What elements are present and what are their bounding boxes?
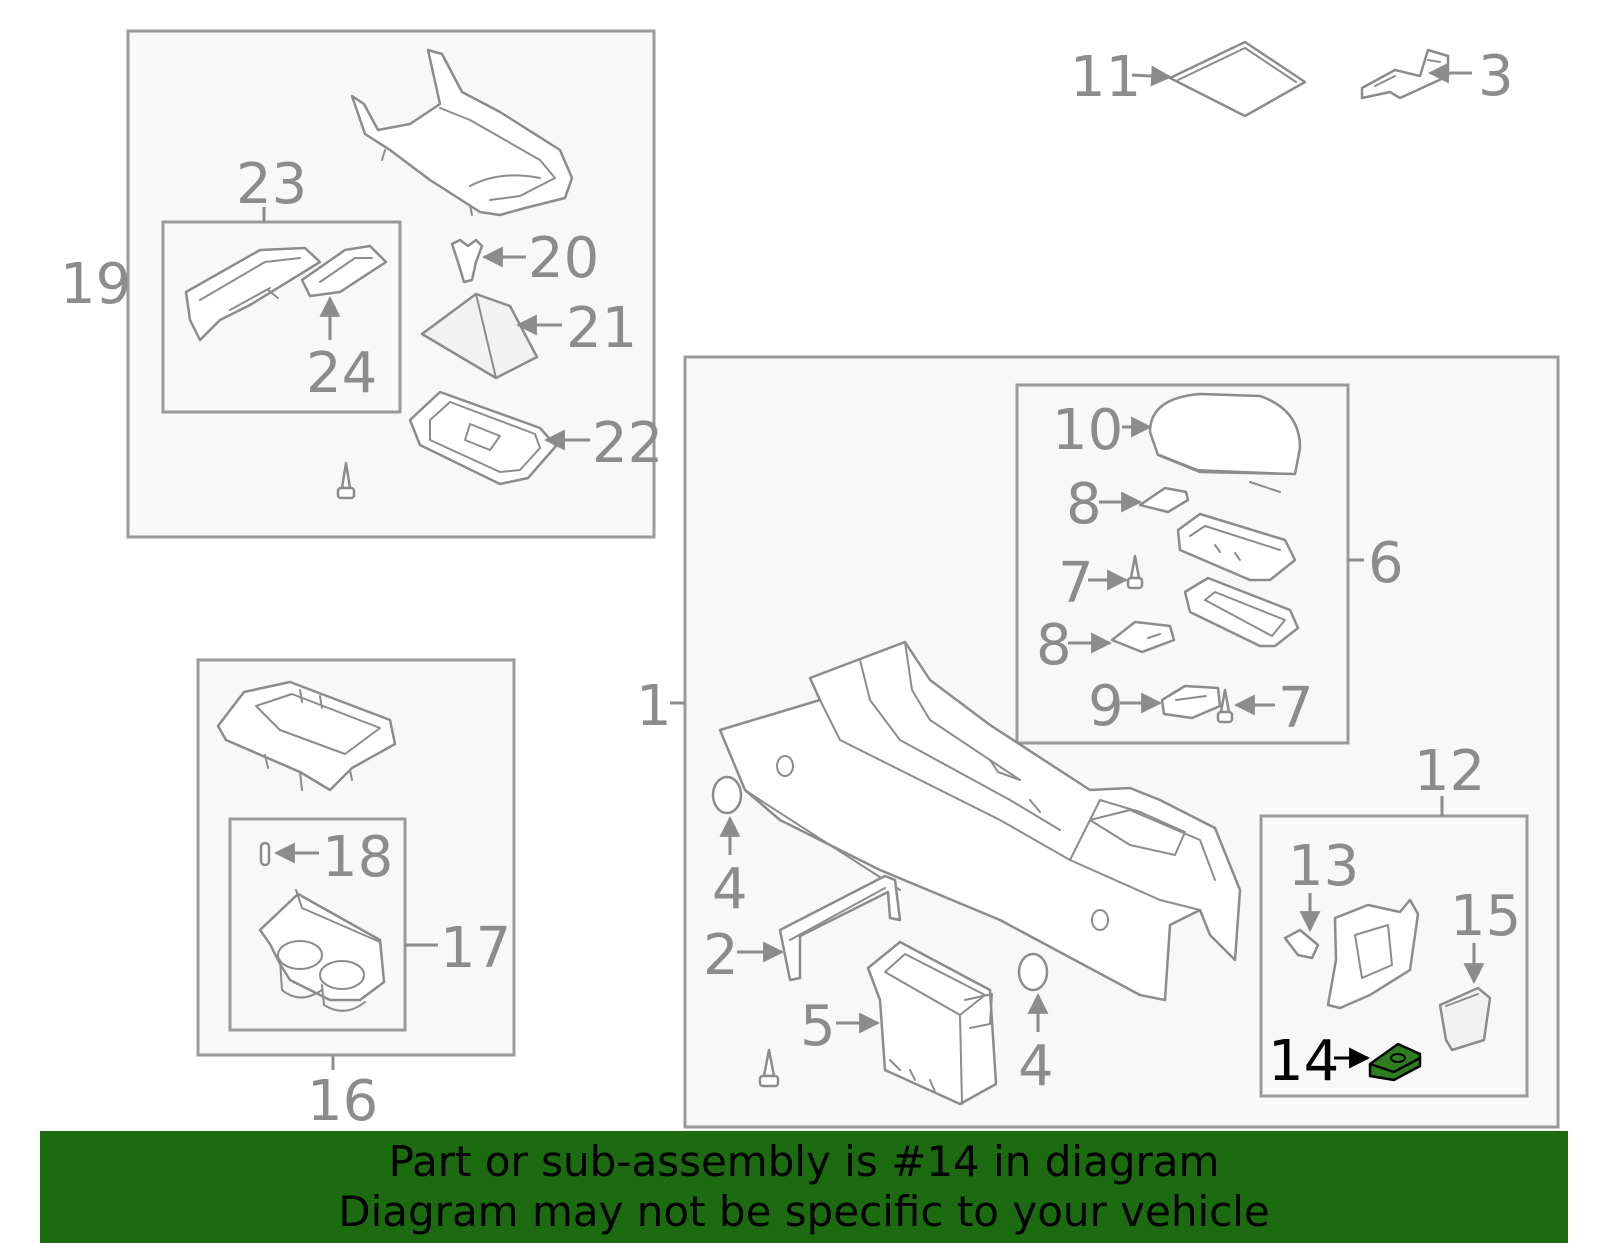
part-13-clip bbox=[1283, 928, 1320, 960]
part-8-hinge-lower bbox=[1110, 620, 1176, 654]
callout-13: 13 bbox=[1288, 834, 1359, 899]
part-4-plug-right bbox=[1017, 952, 1049, 992]
leader-11 bbox=[1131, 65, 1173, 87]
part-24-insert bbox=[300, 244, 388, 298]
callout-7a: 7 bbox=[1058, 551, 1094, 616]
callout-5: 5 bbox=[800, 994, 836, 1059]
callout-15: 15 bbox=[1450, 884, 1521, 949]
part-20-clip bbox=[450, 238, 484, 284]
part-5-bin bbox=[866, 940, 998, 1106]
callout-4b: 4 bbox=[1018, 1034, 1054, 1099]
part-8-hinge-upper bbox=[1138, 486, 1190, 514]
callout-3: 3 bbox=[1478, 44, 1514, 109]
part-19-screw bbox=[336, 461, 356, 500]
callout-11: 11 bbox=[1070, 45, 1141, 110]
part-19-shift-bezel bbox=[350, 48, 574, 217]
callout-6: 6 bbox=[1368, 531, 1404, 596]
callout-10: 10 bbox=[1052, 398, 1123, 463]
callout-12: 12 bbox=[1414, 739, 1485, 804]
callout-8b: 8 bbox=[1036, 613, 1072, 678]
part-9-latch bbox=[1160, 684, 1222, 720]
callout-16: 16 bbox=[307, 1069, 378, 1134]
part-14-clip-nut-highlighted bbox=[1368, 1042, 1422, 1082]
part-4-plug-left bbox=[711, 775, 743, 815]
part-22-frame bbox=[408, 390, 558, 486]
callout-7b: 7 bbox=[1278, 676, 1314, 741]
callout-24: 24 bbox=[306, 341, 377, 406]
part-23-tray bbox=[184, 246, 322, 342]
callout-8a: 8 bbox=[1066, 472, 1102, 537]
callout-14: 14 bbox=[1268, 1029, 1339, 1094]
part-18-pin bbox=[259, 841, 271, 867]
part-6-storage-tray bbox=[1183, 576, 1300, 648]
part-1-console bbox=[718, 640, 1242, 1002]
part-16-bezel bbox=[216, 680, 397, 792]
part-11-pad bbox=[1168, 40, 1307, 118]
callout-1: 1 bbox=[636, 674, 672, 739]
info-banner: Part or sub-assembly is #14 in diagram D… bbox=[40, 1131, 1568, 1243]
part-7-screw-right bbox=[1216, 688, 1234, 724]
callout-18: 18 bbox=[322, 825, 393, 890]
callout-22: 22 bbox=[592, 411, 663, 476]
part-12-trim-panel bbox=[1326, 898, 1420, 1010]
part-1-screw bbox=[758, 1048, 780, 1088]
banner-line-2: Diagram may not be specific to your vehi… bbox=[338, 1187, 1270, 1236]
callout-23: 23 bbox=[236, 152, 307, 217]
callout-21: 21 bbox=[566, 296, 637, 361]
part-10-armrest-lid bbox=[1148, 392, 1302, 493]
callout-2: 2 bbox=[703, 923, 739, 988]
callout-19: 19 bbox=[60, 252, 131, 317]
callout-4a: 4 bbox=[712, 857, 748, 922]
part-6-lid-inner bbox=[1176, 512, 1297, 582]
part-15-cap bbox=[1438, 986, 1492, 1052]
part-17-cupholder bbox=[258, 889, 386, 1012]
callout-17: 17 bbox=[440, 916, 511, 981]
banner-line-1: Part or sub-assembly is #14 in diagram bbox=[388, 1137, 1220, 1186]
callout-9: 9 bbox=[1088, 674, 1124, 739]
part-2-bracket bbox=[778, 874, 902, 982]
callout-20: 20 bbox=[528, 226, 599, 291]
